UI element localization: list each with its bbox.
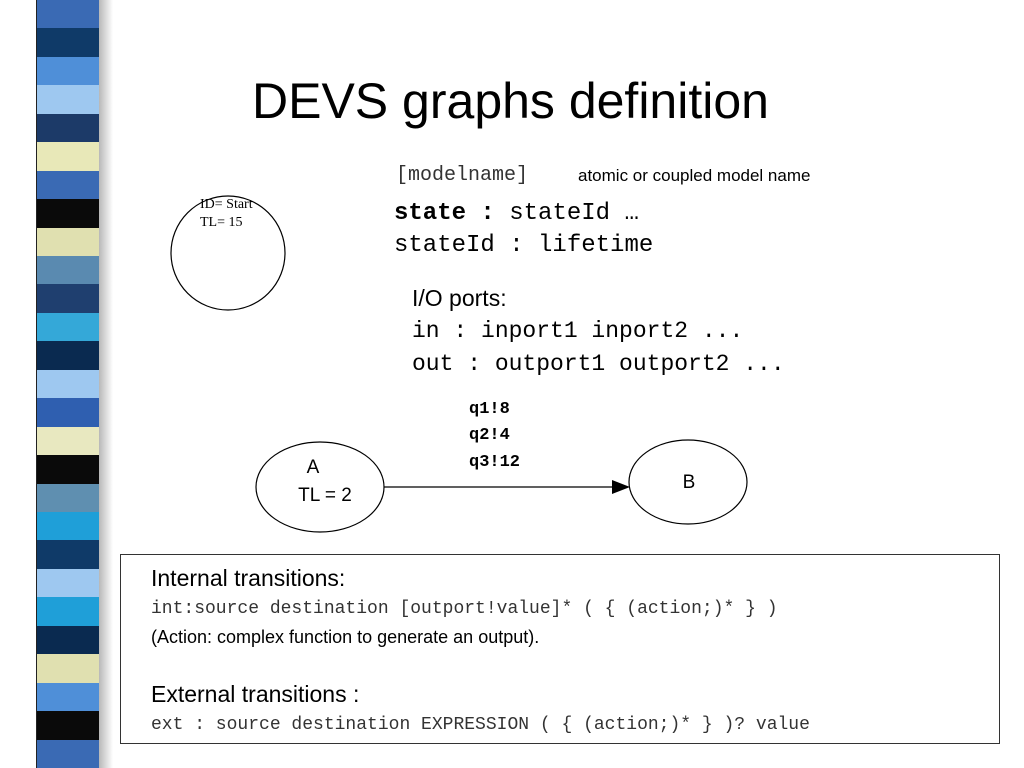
start-state-id-label: ID= Start bbox=[200, 197, 253, 212]
start-state-tl-label: TL= 15 bbox=[200, 215, 243, 230]
start-state-node bbox=[170, 195, 286, 311]
state-node-a-tl: TL = 2 bbox=[298, 485, 352, 506]
stripe-segment bbox=[37, 568, 99, 598]
stripe-segment bbox=[37, 227, 99, 257]
state-node-a-name: A bbox=[307, 457, 320, 478]
stripe-segment bbox=[37, 398, 99, 428]
stripe-segment bbox=[37, 682, 99, 712]
stripe-segment bbox=[37, 0, 99, 29]
transition-arrowhead bbox=[612, 480, 630, 494]
stripe-segment bbox=[37, 341, 99, 371]
stripe-segment bbox=[37, 512, 99, 541]
stripe-segment bbox=[37, 284, 99, 314]
modelname-description: atomic or coupled model name bbox=[578, 166, 811, 185]
state-lifetime-line: stateId : lifetime bbox=[394, 232, 654, 259]
stripe-segment bbox=[37, 28, 99, 58]
internal-transitions-note: (Action: complex function to generate an… bbox=[151, 627, 540, 647]
stripe-segment bbox=[37, 426, 99, 456]
external-transitions-syntax: ext : source destination EXPRESSION ( { … bbox=[151, 715, 810, 735]
state-line-rest: stateId … bbox=[494, 200, 639, 227]
stripe-segment bbox=[37, 142, 99, 172]
stripe-segment bbox=[37, 739, 99, 768]
stripe-segment bbox=[37, 56, 99, 86]
edge-output-label: q3!12 bbox=[469, 453, 520, 472]
state-line: state : stateId … bbox=[394, 200, 639, 227]
stripe-segment bbox=[37, 540, 99, 570]
transitions-box: Internal transitions: int:source destina… bbox=[120, 554, 1000, 744]
state-node-b-name: B bbox=[683, 472, 696, 493]
io-ports-heading: I/O ports: bbox=[412, 285, 507, 311]
io-ports-out-line: out : outport1 outport2 ... bbox=[412, 351, 785, 377]
stripe-segment bbox=[37, 597, 99, 627]
external-transitions-heading: External transitions : bbox=[151, 681, 360, 707]
stripe-segment bbox=[37, 369, 99, 399]
state-keyword: state : bbox=[394, 200, 495, 227]
stripe-segment bbox=[37, 199, 99, 229]
slide-title: DEVS graphs definition bbox=[252, 73, 769, 129]
internal-transitions-heading: Internal transitions: bbox=[151, 565, 346, 591]
stripe-segment bbox=[37, 455, 99, 485]
stripe-segment bbox=[37, 625, 99, 655]
stripe-segment bbox=[37, 312, 99, 342]
io-ports-in-line: in : inport1 inport2 ... bbox=[412, 318, 744, 344]
edge-output-label: q2!4 bbox=[469, 426, 510, 445]
stripe-segment bbox=[37, 711, 99, 741]
modelname-code: [modelname] bbox=[396, 164, 529, 187]
stripe-segment bbox=[37, 113, 99, 143]
stripe-segment bbox=[37, 483, 99, 513]
stripe-segment bbox=[37, 256, 99, 285]
stripe-segment bbox=[37, 85, 99, 115]
edge-output-label: q1!8 bbox=[469, 400, 510, 419]
stripe-segment bbox=[37, 654, 99, 684]
state-node-b bbox=[628, 439, 748, 525]
decorative-stripe-bar bbox=[36, 0, 100, 768]
stripe-segment bbox=[37, 170, 99, 200]
stripe-bar-shadow bbox=[99, 0, 113, 768]
internal-transitions-syntax: int:source destination [outport!value]* … bbox=[151, 599, 778, 619]
